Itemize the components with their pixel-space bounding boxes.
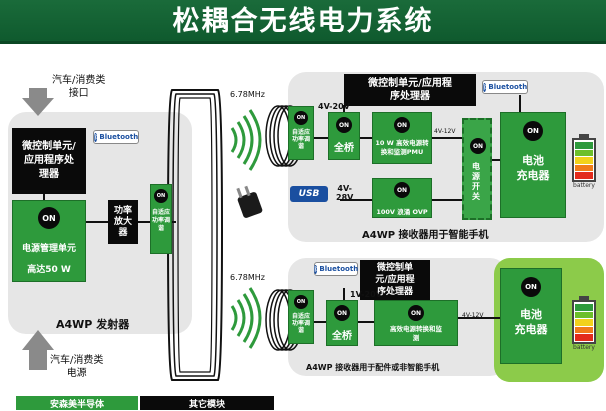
acc-voltage-2: 4V-12V [462, 312, 484, 319]
phone-voltage-2: 4V-12V [434, 128, 456, 135]
acc-bridge-label: 全桥 [332, 331, 352, 342]
phone-voltage-usb: 4V- 28V [336, 184, 354, 202]
tx-footer: A4WP 发射器 [56, 318, 130, 331]
on-logo-icon: ON [154, 189, 168, 203]
usb-icon: USB [290, 186, 328, 202]
tx-mcu-block: 微控制单元/ 应用程序处 理器 [12, 128, 86, 194]
phone-tuning-block: ON 自适应 功率调 谐 [288, 106, 314, 160]
on-logo-icon: ON [408, 305, 424, 321]
frequency-bottom: 6.78MHz [230, 273, 265, 282]
acc-tuning-block: ON 自适应 功率调 谐 [288, 290, 314, 344]
on-logo-icon: ON [523, 121, 543, 141]
acc-converter-label: 高效电源转换和监 测 [390, 325, 442, 342]
tx-tuning-block: ON 自适应 功率调 谐 [150, 184, 172, 254]
on-logo-icon: ON [38, 207, 60, 229]
input-arrow-top [22, 88, 54, 116]
acc-mcu-block: 微控制单 元/应用程 序处理器 [360, 260, 430, 300]
on-logo-icon: ON [336, 117, 352, 133]
bluetooth-label: Bluetooth [488, 83, 528, 91]
on-logo-icon: ON [470, 138, 486, 154]
tx-pmu-block: ON 电源管理单元 高达50 W [12, 200, 86, 282]
on-logo-icon: ON [294, 111, 308, 125]
legend-other: 其它模块 [140, 396, 274, 410]
phone-bridge-block: ON 全桥 [328, 112, 360, 160]
phone-charger-label: 电池 充电器 [516, 154, 550, 182]
acc-battery-icon: battery [570, 296, 598, 352]
source-bottom-label: 汽车/消费类 电源 [50, 355, 104, 379]
acc-converter-block: ON 高效电源转换和监 测 [374, 300, 458, 346]
phone-mcu-block: 微控制单元/应用程 序处理器 [344, 74, 476, 106]
phone-ovp-label: 100V 浪涌 OVP [376, 208, 428, 216]
bluetooth-icon: ᛒ [93, 132, 98, 142]
phone-battery-label: battery [573, 182, 595, 189]
acc-charger-label: 电池 充电器 [514, 308, 548, 336]
title-bar [0, 0, 606, 44]
phone-battery-icon: battery [570, 134, 598, 190]
bluetooth-icon: ᛒ [482, 82, 487, 92]
tx-tuning-label: 自适应 功率调 谐 [151, 209, 170, 232]
acc-charger-block: ON 电池 充电器 [500, 268, 562, 364]
source-top-label: 汽车/消费类 接口 [52, 75, 106, 99]
pmu-power: 高达50 W [27, 265, 71, 275]
legend-onsemi: 安森美半导体 [16, 396, 138, 410]
phone-converter-label: 10 W 高效电源转 换和监测PMU [375, 139, 429, 156]
page-title: 松耦合无线电力系统 [172, 6, 434, 37]
frequency-top: 6.78MHz [230, 90, 265, 99]
phone-voltage-1: 4V-20V [318, 102, 350, 111]
bluetooth-icon: ᛒ [313, 264, 318, 274]
bluetooth-label: Bluetooth [99, 133, 139, 141]
phone-ovp-block: ON 100V 浪涌 OVP [372, 178, 432, 218]
on-logo-icon: ON [294, 295, 308, 309]
phone-switch-label: 电源开关 [472, 162, 480, 201]
acc-battery-label: battery [573, 344, 595, 351]
phone-charger-block: ON 电池 充电器 [500, 112, 566, 218]
on-logo-icon: ON [394, 182, 410, 198]
on-logo-icon: ON [394, 117, 410, 133]
acc-voltage-1: 1V-20V [350, 290, 382, 299]
acc-tuning-label: 自适应 功率调 谐 [291, 313, 310, 334]
tx-power-amp-block: 功率 放大 器 [108, 200, 138, 244]
phone-footer: A4WP 接收器用于智能手机 [362, 230, 489, 241]
phone-bridge-label: 全桥 [334, 143, 354, 154]
wall-charger-icon [236, 184, 264, 219]
bluetooth-label: Bluetooth [319, 265, 359, 273]
acc-footer: A4WP 接收器用于配件或非智能手机 [306, 363, 440, 372]
pmu-label: 电源管理单元 [21, 244, 76, 254]
input-arrow-bottom [22, 330, 54, 370]
acc-bridge-block: ON 全桥 [326, 300, 358, 346]
phone-tuning-label: 自适应 功率调 谐 [291, 129, 310, 150]
phone-switch-block: ON 电源开关 [462, 118, 492, 220]
on-logo-icon: ON [334, 305, 350, 321]
on-logo-icon: ON [521, 277, 541, 297]
phone-converter-block: ON 10 W 高效电源转 换和监测PMU [372, 112, 432, 164]
